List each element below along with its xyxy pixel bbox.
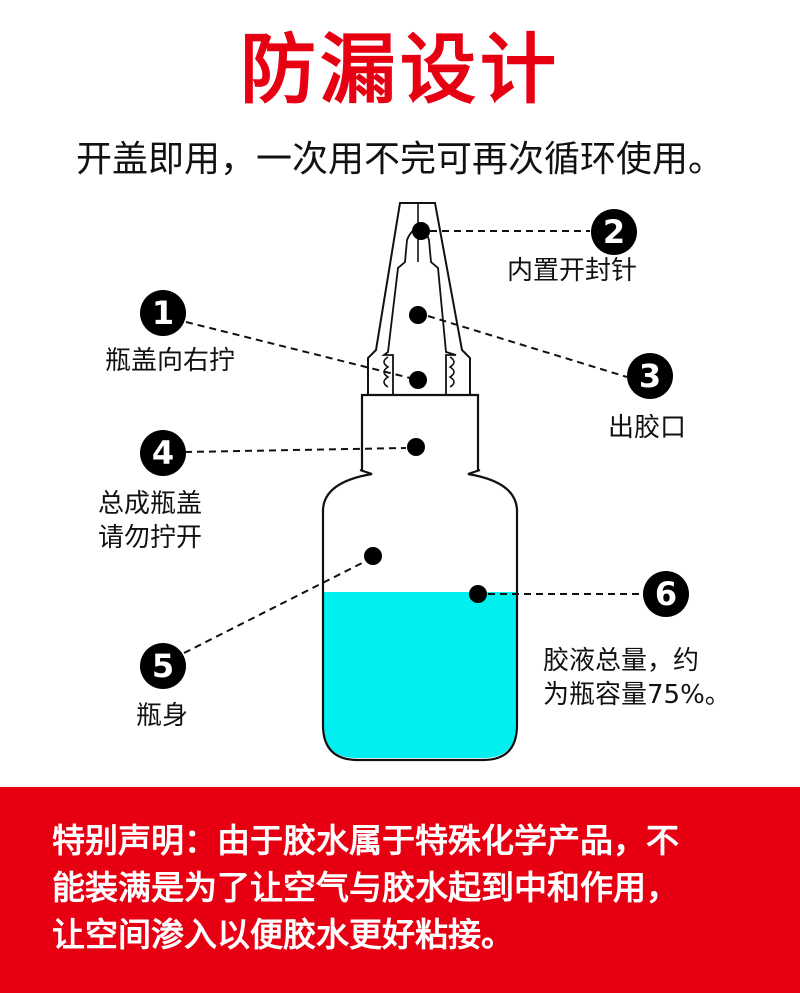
callout-badge-1: 1 bbox=[140, 290, 186, 336]
callout-badge-6: 6 bbox=[643, 571, 689, 617]
callout-label-5: 瓶身 bbox=[136, 701, 189, 731]
page-title: 防漏设计 bbox=[240, 25, 560, 114]
callout-badge-3: 3 bbox=[627, 353, 673, 399]
callout-label-2: 内置开封针 bbox=[507, 256, 638, 286]
cap-base-outline bbox=[360, 393, 480, 470]
glue-bottle-diagram bbox=[183, 202, 643, 762]
page-subtitle: 开盖即用，一次用不完可再次循环使用。 bbox=[75, 139, 724, 180]
bottle-body-outline bbox=[321, 468, 519, 762]
callout-label-4-line2: 请勿拧开 bbox=[98, 523, 203, 553]
callout-label-3: 出胶口 bbox=[608, 413, 687, 443]
special-notice-text: 特别声明：由于胶水属于特殊化学产品，不 能装满是为了让空气与胶水起到中和作用， … bbox=[52, 817, 772, 958]
notice-line-3: 让空间渗入以便胶水更好粘接。 bbox=[52, 915, 514, 954]
notice-line-1: 特别声明：由于胶水属于特殊化学产品，不 bbox=[52, 821, 679, 860]
leader-line-4 bbox=[184, 447, 407, 453]
callout-badge-2: 2 bbox=[591, 209, 637, 255]
leader-line-1 bbox=[185, 321, 411, 379]
marker-dot-4 bbox=[407, 438, 425, 456]
callout-label-6-line2: 为瓶容量75%。 bbox=[543, 680, 731, 710]
callout-label-4-line1: 总成瓶盖 bbox=[98, 489, 203, 519]
callout-label-6-line1: 胶液总量，约 bbox=[543, 646, 700, 676]
leader-line-3 bbox=[427, 315, 628, 378]
marker-dot-6 bbox=[469, 585, 487, 603]
notice-line-2: 能装满是为了让空气与胶水起到中和作用， bbox=[52, 868, 679, 907]
marker-dot-2 bbox=[412, 222, 430, 240]
marker-dot-5 bbox=[364, 547, 382, 565]
leader-line-5 bbox=[183, 560, 367, 654]
callout-label-1: 瓶盖向右拧 bbox=[105, 346, 236, 376]
callout-badge-4: 4 bbox=[140, 430, 186, 476]
special-notice-banner: 特别声明：由于胶水属于特殊化学产品，不 能装满是为了让空气与胶水起到中和作用， … bbox=[0, 787, 800, 993]
glue-liquid bbox=[324, 592, 516, 758]
marker-dot-1 bbox=[409, 371, 427, 389]
callout-badge-5: 5 bbox=[140, 643, 186, 689]
marker-dot-3 bbox=[409, 306, 427, 324]
thread-right bbox=[448, 356, 455, 388]
